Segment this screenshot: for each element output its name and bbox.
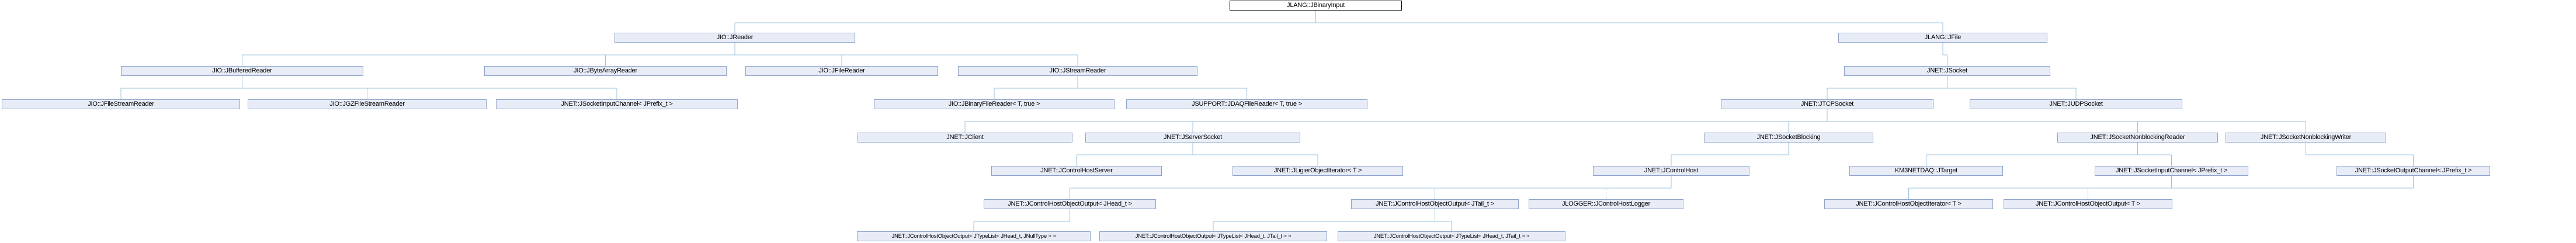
class-node[interactable]: JNET::JSocketOutputChannel< JPrefix_t > xyxy=(2337,166,2490,176)
class-node[interactable]: JNET::JControlHostObjectOutput< JTypeLis… xyxy=(1338,231,1565,241)
class-node[interactable]: JNET::JSocketBlocking xyxy=(1704,133,1873,143)
class-node[interactable]: JNET::JControlHostObjectOutput< JTypeLis… xyxy=(857,231,1091,241)
class-node[interactable]: JNET::JControlHost xyxy=(1593,166,1749,176)
class-node[interactable]: JIO::JFileStreamReader xyxy=(2,99,240,109)
class-node[interactable]: JNET::JSocketNonblockingReader xyxy=(2057,133,2218,143)
class-node[interactable]: JNET::JSocketNonblockingWriter xyxy=(2226,133,2386,143)
class-node[interactable]: JIO::JFileReader xyxy=(745,66,938,76)
class-node[interactable]: JNET::JControlHostObjectOutput< JTypeLis… xyxy=(1099,231,1327,241)
class-node[interactable]: KM3NETDAQ::JTarget xyxy=(1849,166,2003,176)
class-node[interactable]: JNET::JTCPSocket xyxy=(1721,99,1933,109)
class-node[interactable]: JNET::JSocketInputChannel< JPrefix_t > xyxy=(2095,166,2248,176)
class-node[interactable]: JSUPPORT::JDAQFileReader< T, true > xyxy=(1126,99,1367,109)
class-node[interactable]: JNET::JClient xyxy=(857,133,1072,143)
class-node[interactable]: JNET::JControlHostServer xyxy=(991,166,1162,176)
class-node[interactable]: JIO::JStreamReader xyxy=(958,66,1197,76)
class-node[interactable]: JNET::JControlHostObjectOutput< JTail_t … xyxy=(1351,199,1519,209)
class-node[interactable]: JNET::JServerSocket xyxy=(1085,133,1300,143)
class-node[interactable]: JIO::JBufferedReader xyxy=(121,66,363,76)
class-node[interactable]: JNET::JUDPSocket xyxy=(1970,99,2182,109)
class-node[interactable]: JIO::JReader xyxy=(615,33,855,43)
class-node[interactable]: JNET::JControlHostObjectOutput< JHead_t … xyxy=(984,199,1156,209)
class-node[interactable]: JLANG::JBinaryInput xyxy=(1230,1,1402,11)
class-node[interactable]: JNET::JSocket xyxy=(1844,66,2050,76)
class-node[interactable]: JIO::JBinaryFileReader< T, true > xyxy=(874,99,1115,109)
class-node[interactable]: JNET::JLigierObjectIterator< T > xyxy=(1233,166,1403,176)
class-node[interactable]: JIO::JGZFileStreamReader xyxy=(248,99,487,109)
class-node[interactable]: JNET::JControlHostObjectIterator< T > xyxy=(1824,199,1993,209)
class-node[interactable]: JLANG::JFile xyxy=(1838,33,2047,43)
class-node[interactable]: JNET::JSocketInputChannel< JPrefix_t > xyxy=(496,99,738,109)
class-node[interactable]: JLOGGER::JControlHostLogger xyxy=(1529,199,1683,209)
class-node[interactable]: JIO::JByteArrayReader xyxy=(484,66,727,76)
class-node[interactable]: JNET::JControlHostObjectOutput< T > xyxy=(2004,199,2172,209)
